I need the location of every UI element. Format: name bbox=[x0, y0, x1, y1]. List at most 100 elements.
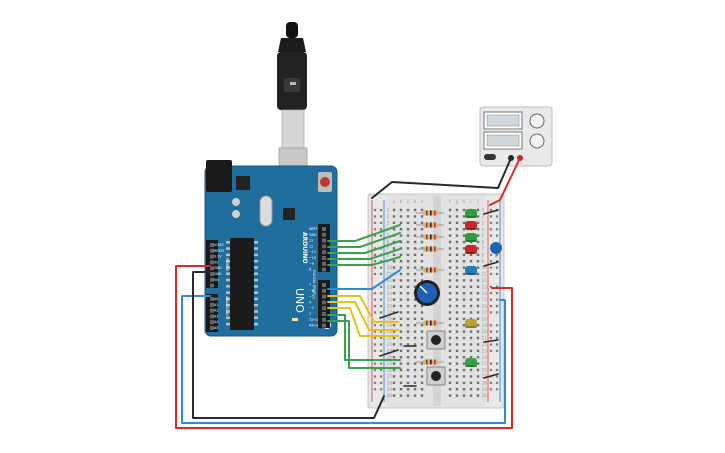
row-label: 30 bbox=[482, 393, 488, 399]
row-label: 26 bbox=[482, 368, 488, 374]
digital-label: DIGITAL (PWM~) bbox=[312, 270, 316, 300]
reset-button[interactable] bbox=[320, 177, 330, 187]
row-label: 20 bbox=[387, 329, 393, 335]
row-label: 6 bbox=[387, 240, 390, 246]
pin-label: A3 bbox=[214, 314, 218, 318]
row-label: 7 bbox=[387, 246, 390, 252]
row-label: 21 bbox=[482, 336, 488, 342]
pin-label: ~10 bbox=[309, 256, 316, 260]
wire-blue-gnd bbox=[181, 295, 506, 424]
row-label: 3 bbox=[482, 220, 485, 226]
power-supply[interactable] bbox=[479, 106, 553, 167]
row-label: 29 bbox=[482, 387, 488, 393]
col-label-e: e bbox=[421, 200, 424, 205]
row-label: 1 bbox=[482, 208, 485, 214]
wire-jumper-2 bbox=[379, 349, 399, 357]
arduino-uno[interactable]: AREFGND1312~11~10~987~6~54~32TX→1RX←0IOR… bbox=[204, 160, 338, 337]
pin-label: ~11 bbox=[309, 250, 316, 254]
rail-plus-label: + bbox=[371, 200, 374, 205]
row-label: 11 bbox=[387, 272, 393, 278]
row-label: 10 bbox=[482, 265, 488, 271]
row-label: 26 bbox=[387, 368, 393, 374]
wire-red-5v bbox=[175, 265, 513, 429]
pin-label: 8 bbox=[309, 268, 311, 272]
wire-jumper-1 bbox=[379, 311, 399, 319]
atmega-chip bbox=[230, 238, 254, 330]
pin-label: A4 bbox=[214, 320, 218, 324]
row-label: 14 bbox=[387, 291, 393, 297]
resistor-4 bbox=[416, 246, 444, 252]
rail-minus-label: - bbox=[381, 200, 384, 205]
pushbutton-1[interactable] bbox=[426, 330, 446, 350]
led-4 bbox=[465, 245, 477, 254]
pin-label: ~6 bbox=[309, 289, 314, 293]
pin-label: ~3 bbox=[309, 306, 314, 310]
col-label-h: h bbox=[463, 199, 466, 205]
row-label: 16 bbox=[387, 304, 393, 310]
col-label-g: g bbox=[456, 200, 459, 205]
row-label: 19 bbox=[387, 323, 393, 329]
pin-label: AREF bbox=[309, 227, 318, 231]
row-label: 8 bbox=[387, 252, 390, 258]
resistor-7 bbox=[416, 359, 444, 365]
pin-label: RESET bbox=[214, 249, 226, 253]
row-label: 6 bbox=[482, 240, 485, 246]
pin-label: ~9 bbox=[309, 262, 314, 266]
wire-jumper-3 bbox=[483, 209, 499, 215]
led-3 bbox=[465, 233, 477, 242]
wire-green-3 bbox=[327, 240, 401, 254]
row-label: 16 bbox=[482, 304, 488, 310]
row-label: 20 bbox=[482, 329, 488, 335]
pin-label: 5V bbox=[214, 260, 219, 264]
row-label: 18 bbox=[482, 316, 488, 322]
row-label: 21 bbox=[387, 336, 393, 342]
pin-label: RX←0 bbox=[309, 324, 318, 328]
pin-label: 13 bbox=[309, 239, 313, 243]
wire-green-2 bbox=[327, 232, 401, 248]
resistors bbox=[416, 210, 444, 365]
row-label: 30 bbox=[387, 393, 393, 399]
row-label: 28 bbox=[387, 380, 393, 386]
row-label: 5 bbox=[482, 233, 485, 239]
col-label-i: i bbox=[470, 199, 473, 205]
wire-black-supply bbox=[371, 157, 512, 199]
row-label: 18 bbox=[387, 316, 393, 322]
pin-label: 4 bbox=[309, 300, 311, 304]
arduino-brand-text: ARDUINO bbox=[301, 232, 308, 263]
wire-black-gnd bbox=[192, 271, 385, 419]
row-label: 4 bbox=[482, 227, 485, 233]
col-label-f: f bbox=[449, 199, 452, 205]
row-label: 22 bbox=[387, 342, 393, 348]
row-label: 14 bbox=[482, 291, 488, 297]
row-label: 17 bbox=[387, 310, 393, 316]
chip-pins bbox=[226, 241, 258, 326]
row-label: 9 bbox=[482, 259, 485, 265]
usb-cable[interactable] bbox=[277, 22, 308, 191]
pin-labels: AREFGND1312~11~10~987~6~54~32TX→1RX←0IOR… bbox=[214, 227, 318, 330]
row-label: 10 bbox=[387, 265, 393, 271]
pin-label: IOREF bbox=[214, 243, 224, 247]
row-label: 28 bbox=[482, 380, 488, 386]
resistor-5 bbox=[416, 267, 444, 273]
led-1 bbox=[465, 209, 477, 218]
pin-label: A1 bbox=[214, 303, 218, 307]
row-label: 12 bbox=[482, 278, 488, 284]
resistor-1 bbox=[416, 210, 444, 216]
row-label: 23 bbox=[387, 348, 393, 354]
row-label: 13 bbox=[387, 284, 393, 290]
pushbutton-2[interactable] bbox=[426, 366, 446, 386]
row-label: 27 bbox=[387, 374, 393, 380]
row-label: 2 bbox=[482, 214, 485, 220]
pin-label: GND bbox=[214, 272, 222, 276]
pin-label: 7 bbox=[309, 283, 311, 287]
row-label: 7 bbox=[482, 246, 485, 252]
leds bbox=[465, 209, 477, 367]
row-label: 3 bbox=[387, 220, 390, 226]
row-label: 23 bbox=[482, 348, 488, 354]
potentiometer[interactable] bbox=[414, 280, 440, 306]
row-label: 15 bbox=[387, 297, 393, 303]
wire-green-7 bbox=[327, 320, 401, 369]
pin-label: Vin bbox=[214, 278, 219, 282]
pin-label: 2 bbox=[309, 312, 311, 316]
row-label: 17 bbox=[482, 310, 488, 316]
